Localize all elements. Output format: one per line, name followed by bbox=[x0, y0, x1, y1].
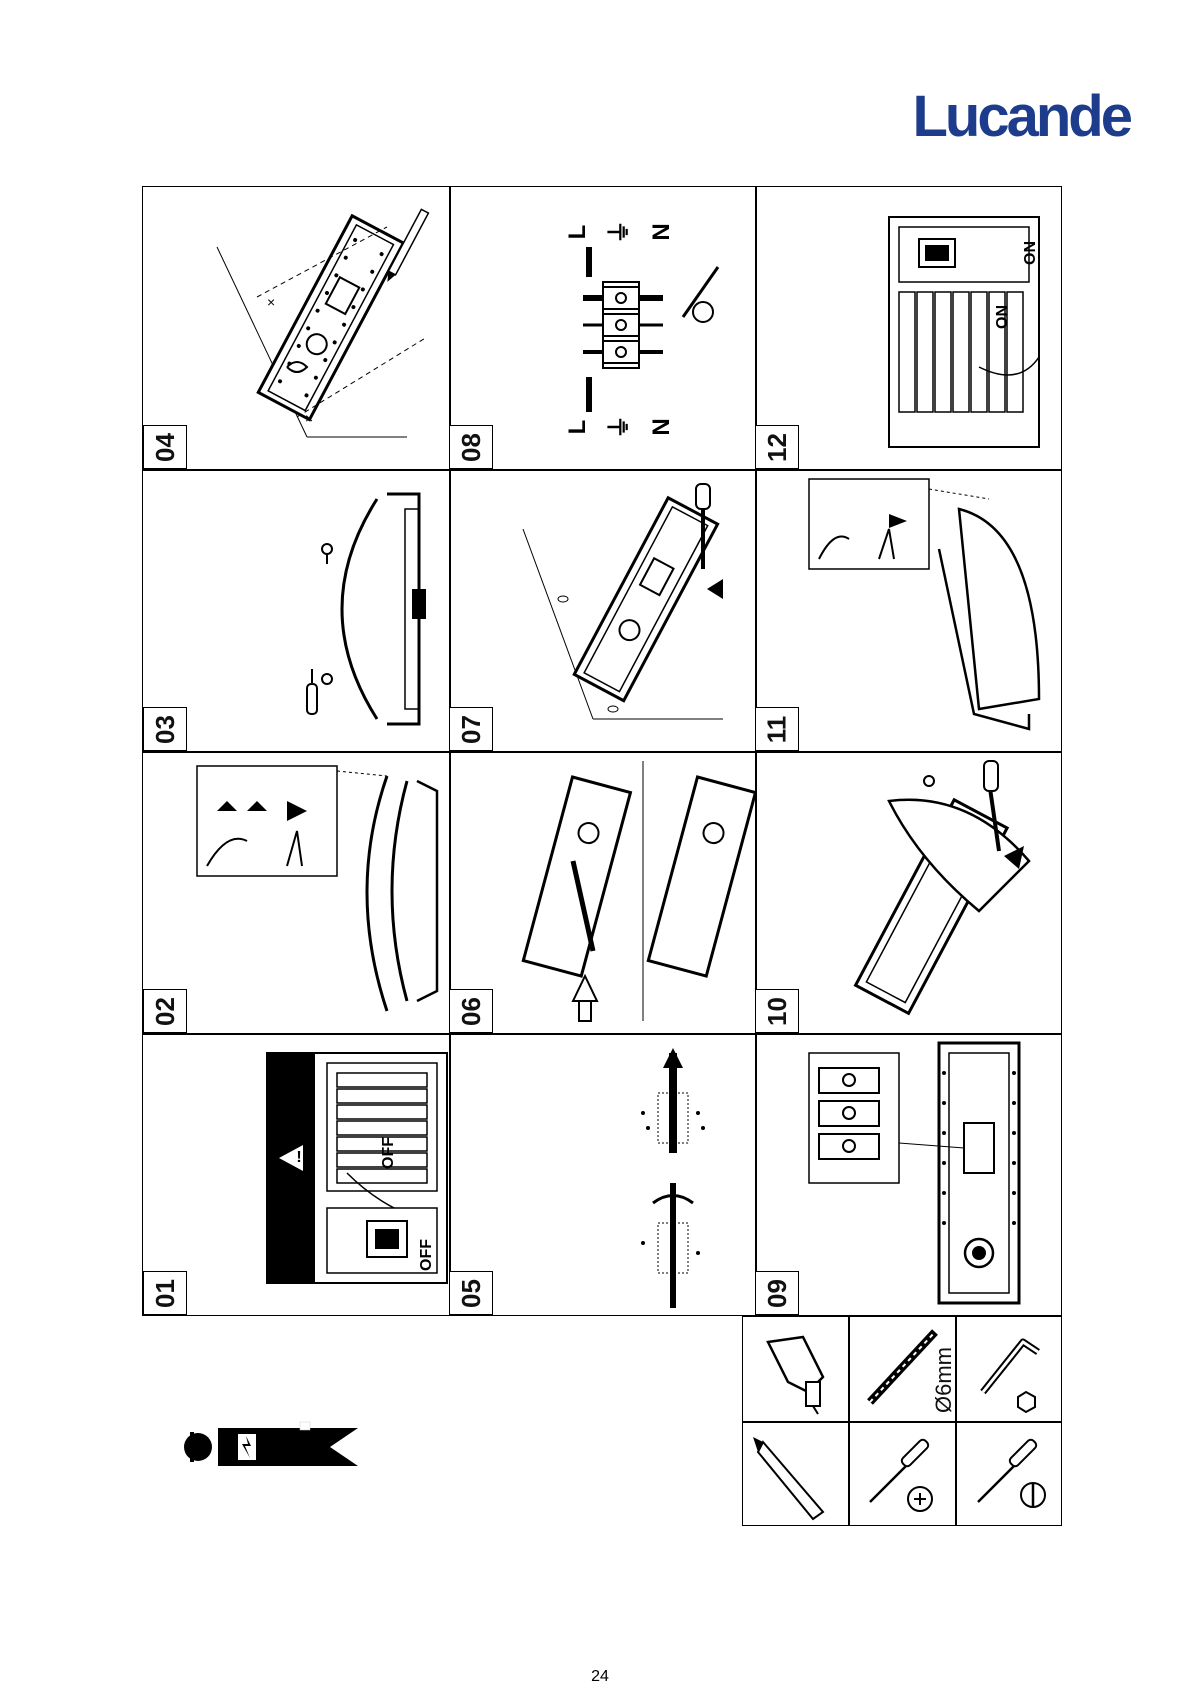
panel-08-label-top-l: L bbox=[564, 225, 591, 240]
panel-number-02: 02 bbox=[143, 989, 187, 1033]
panel-08-label-top-earth: ⏚ bbox=[606, 220, 633, 244]
flathead-screwdriver-icon bbox=[977, 1438, 1046, 1508]
panel-02-open-diffuser-drawing bbox=[196, 765, 439, 1012]
qualified-electrician-icon bbox=[184, 1421, 358, 1466]
panel-number-07: 07 bbox=[449, 707, 493, 751]
panel-08-label-bottom-n: N bbox=[648, 418, 675, 435]
panel-09-wiring-detail-drawing bbox=[808, 1041, 1021, 1305]
pencil-icon bbox=[753, 1437, 825, 1521]
panel-01-breaker-off-label: OFF bbox=[380, 1137, 397, 1169]
panel-number-10: 10 bbox=[755, 989, 799, 1033]
svg-text:×: × bbox=[305, 410, 313, 426]
panel-12-breaker-on-label: ON bbox=[994, 305, 1011, 329]
panel-number-08: 08 bbox=[449, 425, 493, 469]
drill-bit-size-label: Ø6mm bbox=[931, 1347, 956, 1413]
panel-08-wiring-drawing: L ⏚ N L ⏚ N bbox=[564, 220, 720, 439]
panel-04-mark-holes-drawing: × × bbox=[216, 208, 430, 438]
panel-number-09: 09 bbox=[755, 1271, 799, 1315]
svg-text:×: × bbox=[267, 294, 275, 310]
panel-08-label-top-n: N bbox=[648, 223, 675, 240]
panel-01-switch-off-label: OFF bbox=[418, 1239, 435, 1271]
panel-12-switch-on-drawing: ON ON bbox=[888, 216, 1040, 448]
svg-text:!: ! bbox=[296, 1149, 301, 1166]
drill-bit-icon bbox=[867, 1329, 938, 1405]
panel-11-reattach-diffuser-drawing bbox=[808, 478, 1041, 731]
panel-06-cable-through-drawing bbox=[521, 761, 755, 1022]
panel-10-screw-cover-drawing bbox=[853, 760, 1031, 1016]
tools-required-grid: Ø6mm bbox=[742, 1316, 1062, 1526]
instruction-grid: 04 03 02 01 08 07 06 05 12 11 10 09 × bbox=[142, 186, 1062, 1316]
panel-number-03: 03 bbox=[143, 707, 187, 751]
panel-01-switch-off-drawing: ! OFF OFF bbox=[266, 1052, 448, 1284]
panel-03-remove-cover-drawing bbox=[306, 492, 426, 726]
panel-08-label-bottom-l: L bbox=[564, 420, 591, 435]
panel-number-04: 04 bbox=[143, 425, 187, 469]
panel-08-label-bottom-earth: ⏚ bbox=[606, 415, 633, 439]
power-drill-icon bbox=[766, 1335, 825, 1415]
panel-05-drill-wall-drawing bbox=[641, 1048, 705, 1308]
phillips-screwdriver-icon bbox=[869, 1438, 933, 1512]
panel-12-switch-on-label: ON bbox=[1022, 241, 1039, 265]
panel-number-06: 06 bbox=[449, 989, 493, 1033]
panel-number-05: 05 bbox=[449, 1271, 493, 1315]
brand-logo: Lucande bbox=[912, 84, 1134, 149]
panel-number-12: 12 bbox=[755, 425, 799, 469]
page-number: 24 bbox=[591, 1668, 609, 1685]
panel-number-11: 11 bbox=[755, 707, 799, 751]
hex-key-icon bbox=[980, 1338, 1040, 1414]
panel-07-fix-plate-drawing bbox=[522, 483, 723, 720]
panel-number-01: 01 bbox=[143, 1271, 187, 1315]
